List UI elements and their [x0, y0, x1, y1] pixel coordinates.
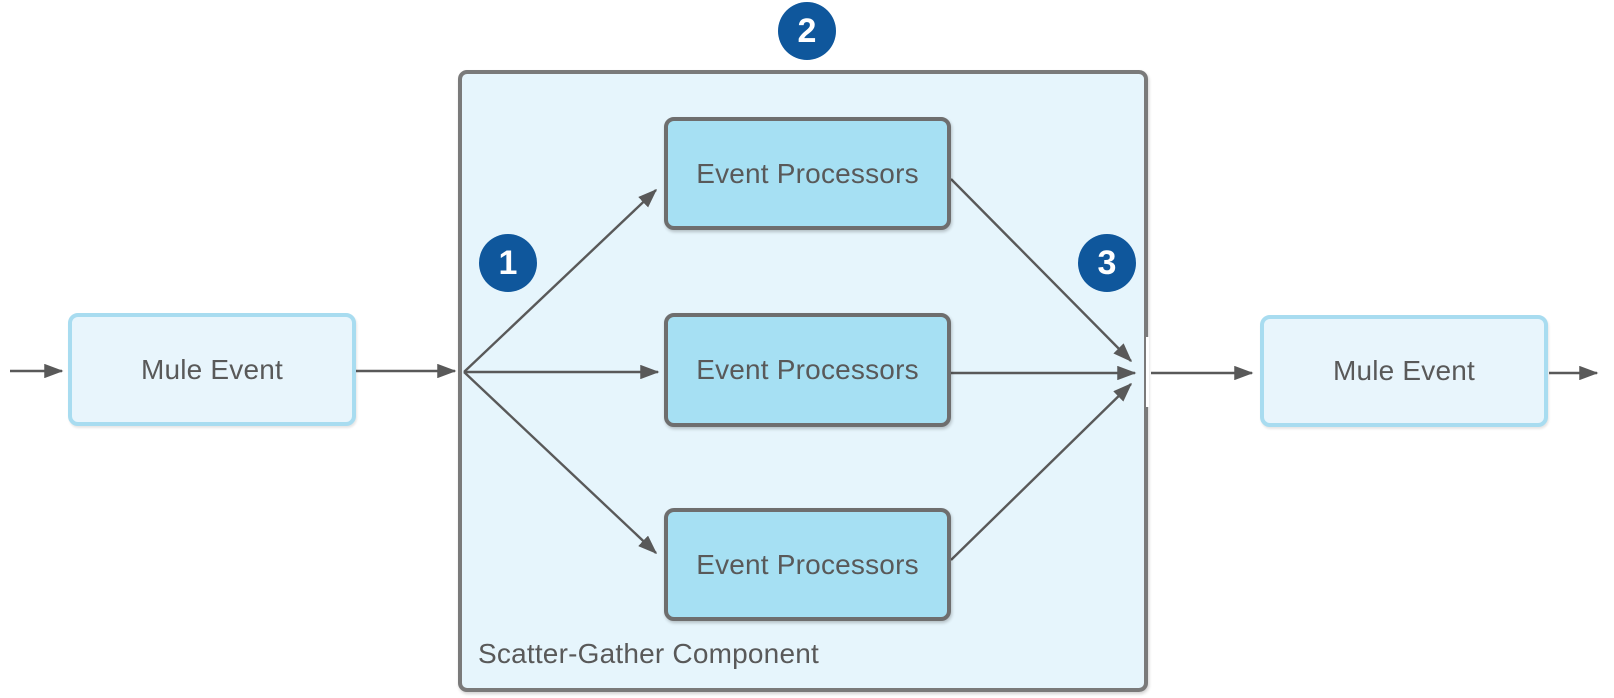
event-processors-top-label: Event Processors	[696, 157, 919, 189]
node-event-processors-top: Event Processors	[664, 117, 951, 230]
step-badge-component: 2	[778, 2, 836, 60]
node-mule-event-left: Mule Event	[68, 313, 356, 426]
mule-event-left-label: Mule Event	[140, 353, 284, 385]
step-badge-component-number: 2	[797, 12, 817, 50]
event-processors-bottom-label: Event Processors	[696, 548, 919, 580]
node-mule-event-right: Mule Event	[1260, 315, 1548, 427]
step-badge-scatter-number: 1	[498, 244, 518, 282]
step-badge-scatter: 1	[479, 234, 537, 292]
step-badge-gather: 3	[1078, 234, 1136, 292]
mule-event-right-label: Mule Event	[1332, 355, 1476, 386]
node-event-processors-bottom: Event Processors	[664, 508, 951, 621]
scatter-gather-label: Scatter-Gather Component	[478, 638, 819, 669]
event-processors-middle-label: Event Processors	[696, 354, 919, 385]
step-badge-gather-number: 3	[1097, 244, 1117, 282]
node-event-processors-middle: Event Processors	[664, 313, 951, 427]
